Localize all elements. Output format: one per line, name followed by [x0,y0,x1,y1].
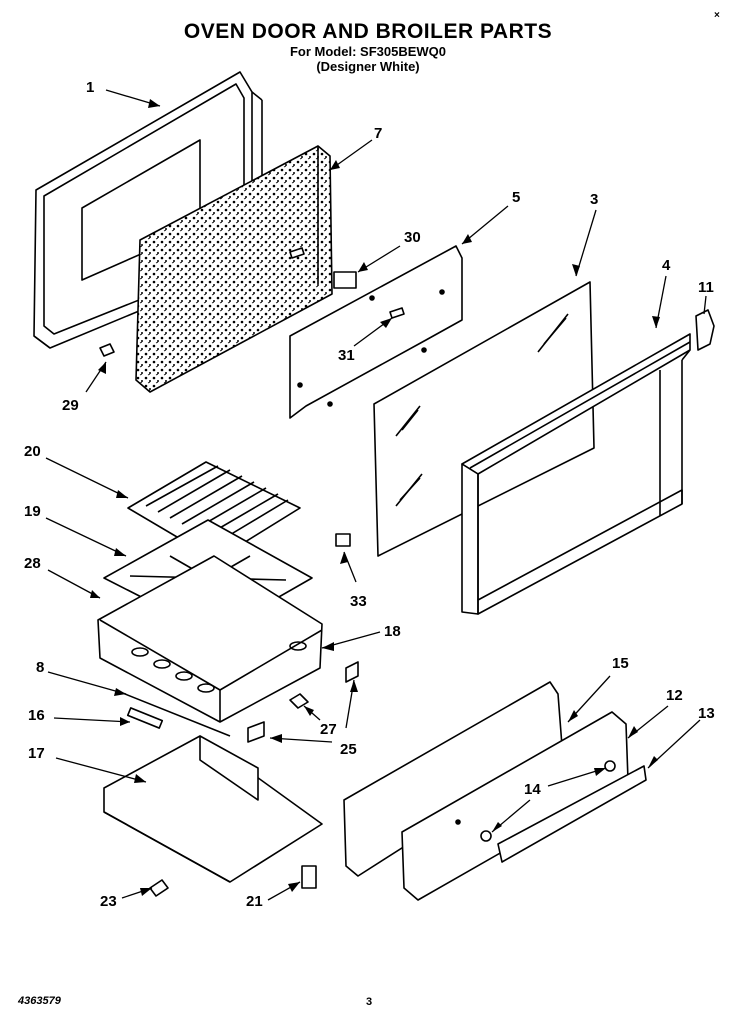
broiler-drawer [97,555,323,723]
color-designation: (Designer White) [316,59,420,74]
slide-bracket [345,661,359,683]
drawer-handle [497,765,647,863]
callout-7: 7 [374,125,383,142]
callout-14: 14 [524,781,541,798]
callout-1: 1 [86,79,95,96]
inner-door-panel [289,245,463,419]
leveling-leg [149,879,169,897]
door-insulation [135,145,333,393]
callout-33: 33 [350,593,367,610]
handle-screw-left [480,830,492,842]
broiler-support [103,735,323,883]
callout-11: 11 [698,279,714,296]
callout-5: 5 [512,189,521,206]
door-spacer [335,533,351,547]
model-number: For Model: SF305BEWQ0 [289,44,447,59]
callout-31: 31 [338,347,355,364]
page-number: 3 [366,996,373,1008]
callout-29: 29 [62,397,79,414]
callout-25: 25 [340,741,357,758]
callout-17: 17 [28,745,45,762]
drawer-slide-clip [247,721,265,743]
insulation-screw [289,247,305,259]
corner-mark: × [714,10,720,21]
drawer-spring [126,707,164,729]
callout-16: 16 [28,707,45,724]
callout-13: 13 [698,705,715,722]
callout-28: 28 [24,555,41,572]
callout-30: 30 [404,229,421,246]
callout-27: 27 [320,721,337,738]
callout-21: 21 [246,893,263,910]
callout-23: 23 [100,893,117,910]
document-number: 4363579 [18,995,61,1007]
hinge-plate [301,865,317,889]
oven-door-glass [373,281,595,557]
door-screw [389,307,405,319]
diagram-title: OVEN DOOR AND BROILER PARTS [183,20,553,43]
callout-18: 18 [384,623,401,640]
callout-8: 8 [36,659,45,676]
broiler-rod [119,691,231,737]
callout-20: 20 [24,443,41,460]
callout-4: 4 [662,257,671,274]
door-hinge [695,309,715,351]
callout-12: 12 [666,687,683,704]
door-screw-29 [99,343,115,357]
callout-19: 19 [24,503,41,520]
handle-screw-right [604,760,616,772]
drawer-roller [289,693,309,709]
callout-3: 3 [590,191,599,208]
door-bracket [333,271,357,289]
callout-15: 15 [612,655,629,672]
door-frame [461,333,691,615]
